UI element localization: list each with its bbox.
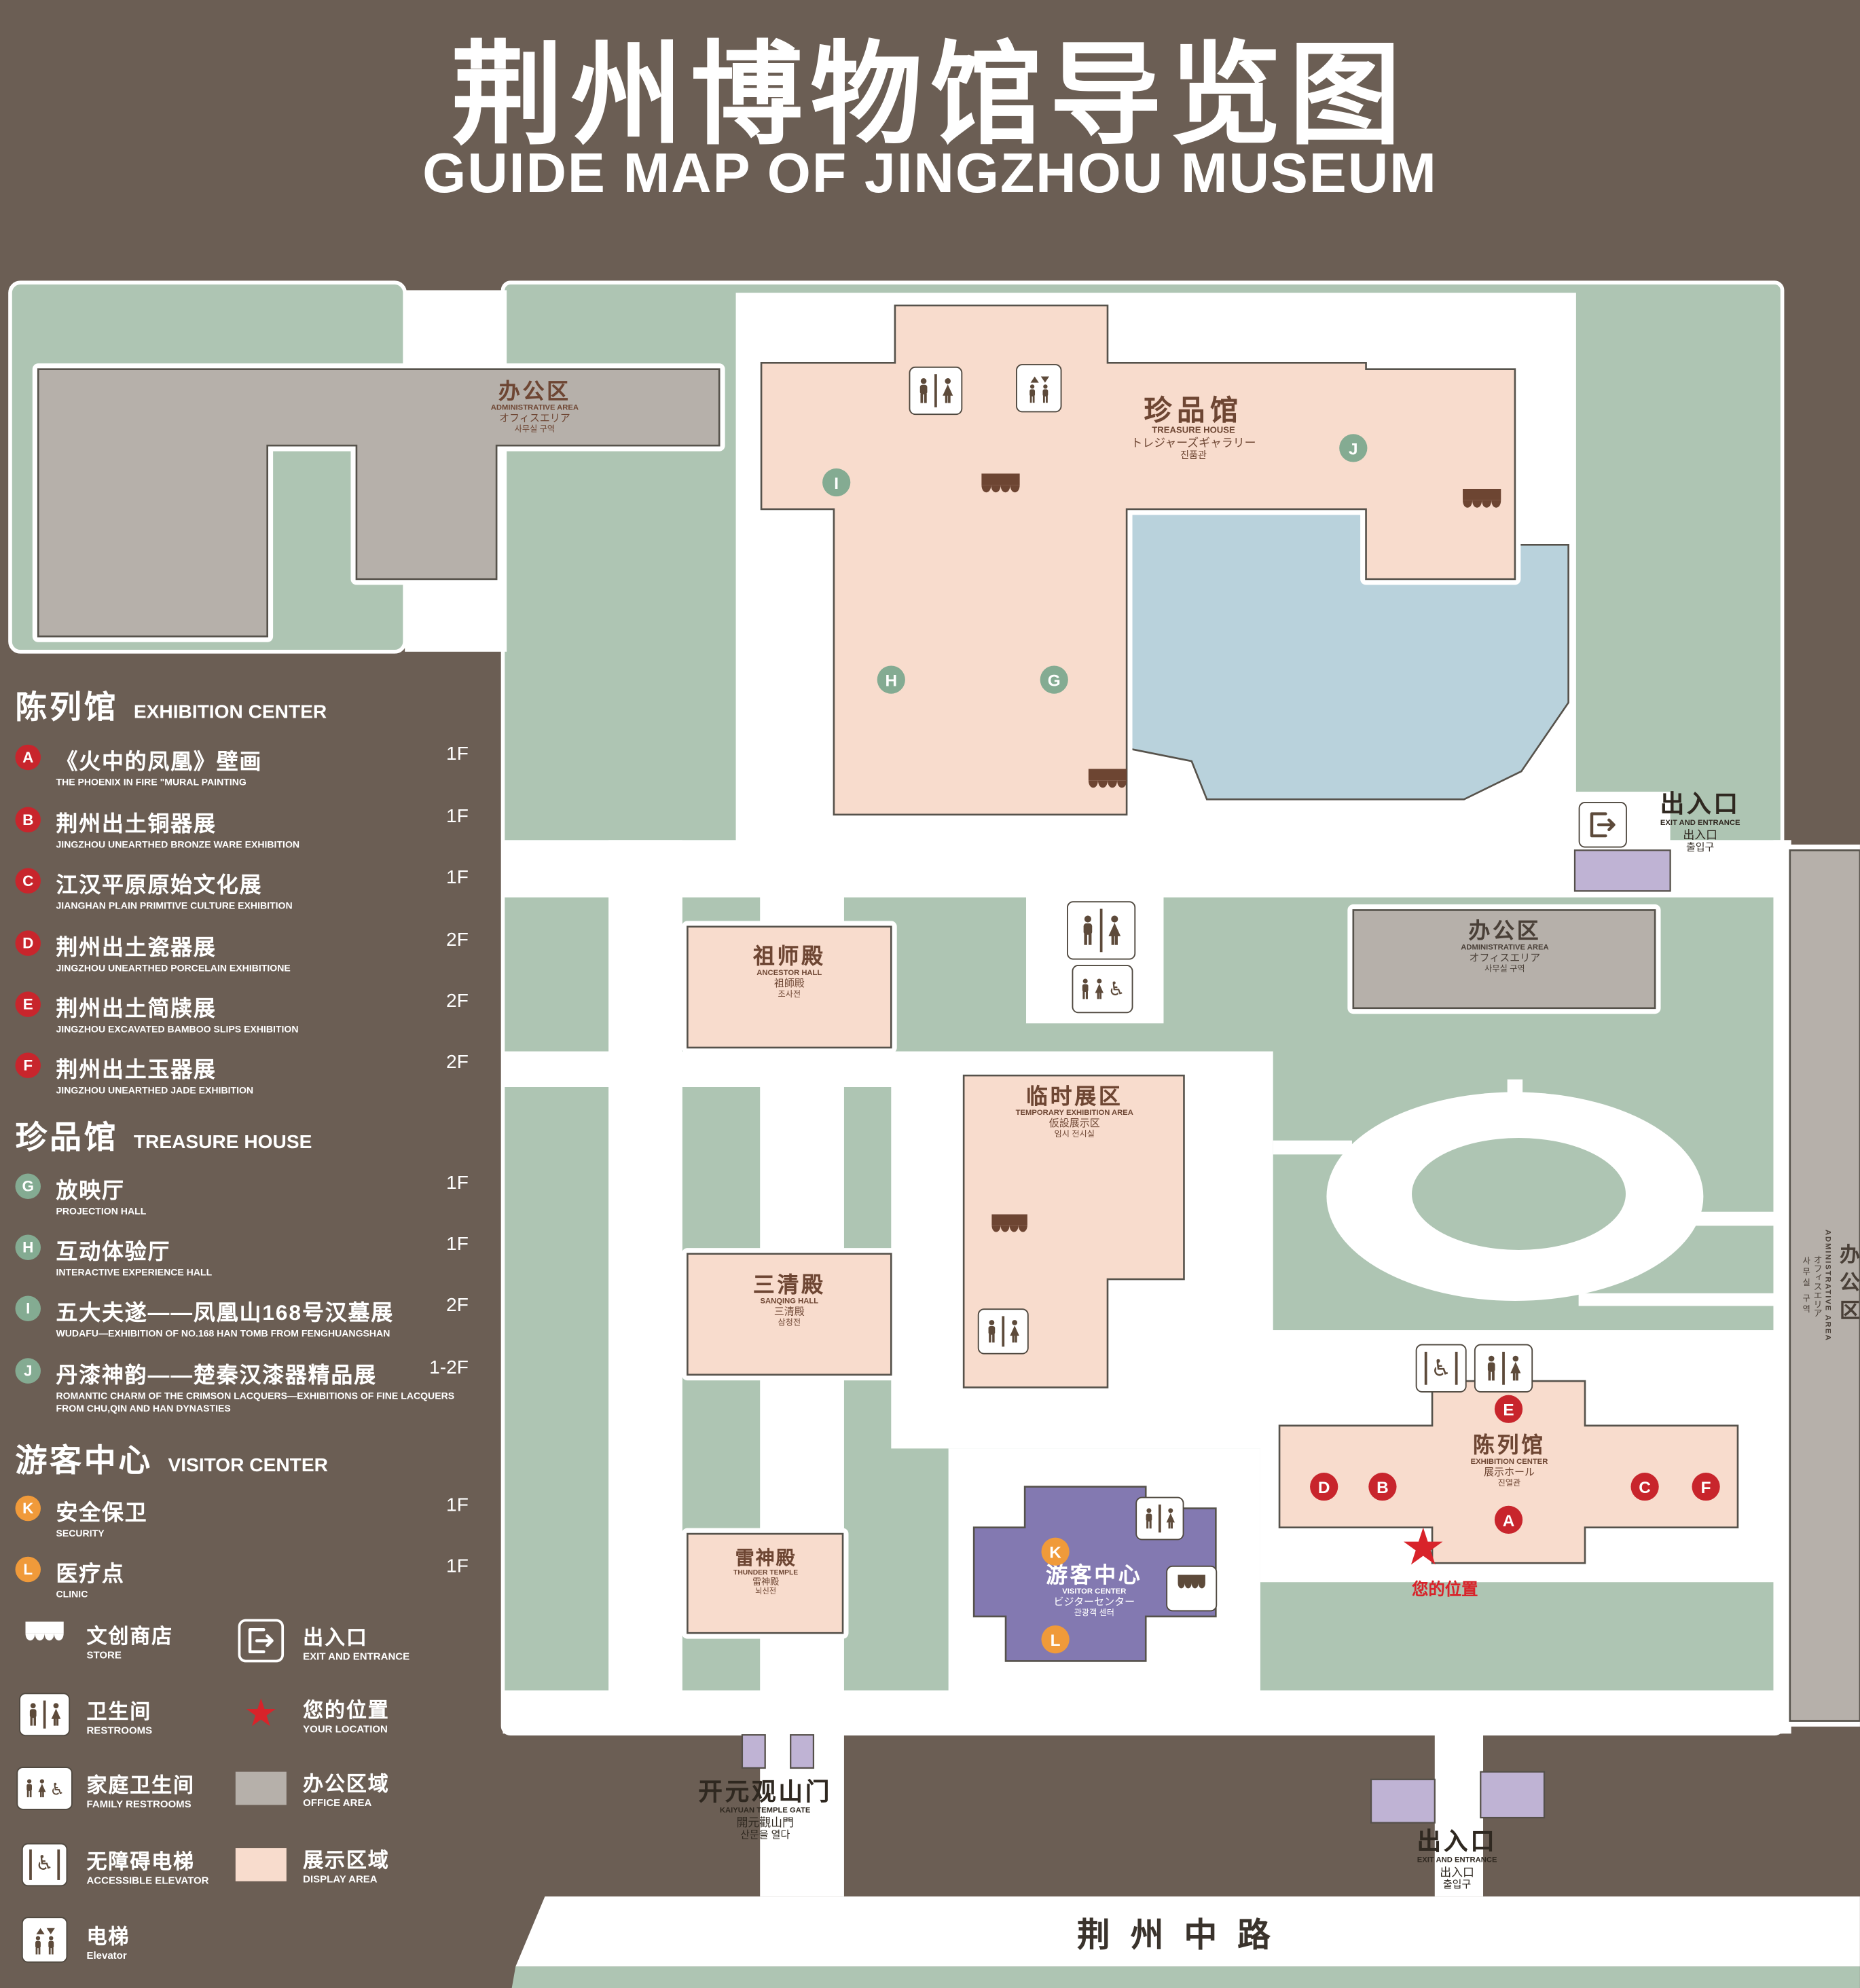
marker-badge-B: B [15, 807, 41, 833]
legend-item-H: H 互动体验厅 1F INTERACTIVE EXPERIENCE HALL [15, 1234, 476, 1279]
marker-badge-K: K [15, 1495, 41, 1522]
your-location-star-icon: ★ [1400, 1520, 1446, 1576]
map-marker-H: H [877, 665, 905, 694]
map-marker-J: J [1339, 434, 1368, 462]
visitor-center-label: 游客中心 VISITOR CENTER ビジターセンター 관광객 센터 [1046, 1563, 1143, 1618]
marker-badge-A: A [15, 744, 41, 771]
marker-badge-H: H [15, 1234, 41, 1260]
thunder-temple-label: 雷神殿 THUNDER TEMPLE 雷神殿 뇌신전 [733, 1547, 799, 1596]
store-icon [1166, 1565, 1218, 1612]
elevator-icon [1016, 364, 1062, 413]
restroom-icon [909, 366, 963, 416]
legend-item-F: F 荆州出土玉器展 2F JINGZHOU UNEARTHED JADE EXH… [15, 1052, 476, 1097]
admin-far-e-label: 办公区 ADMINISTRATIVE AREA オフィスエリア 사무실 구역 [1800, 1229, 1858, 1342]
exit-icon [232, 1619, 290, 1663]
legend-item-E: E 荆州出土简牍展 2F JINGZHOU EXCAVATED BAMBOO S… [15, 991, 476, 1036]
treasure-house-label: 珍品馆 TREASURE HOUSE トレジャーズギャラリー 진품관 [1131, 394, 1256, 461]
store-icon [1082, 769, 1133, 813]
family-restrooms-icon: ♿ [15, 1767, 73, 1810]
kaiyuan-gate-label: 开元观山门 KAIYUAN TEMPLE GATE 開元觀山門 산문을 열다 [698, 1779, 833, 1841]
office-area-swatch [232, 1771, 290, 1805]
marker-badge-E: E [15, 991, 41, 1017]
marker-badge-C: C [15, 868, 41, 894]
store-icon [985, 1214, 1034, 1256]
temporary-exhibition-label: 临时展区 TEMPORARY EXHIBITION AREA 仮設展示区 임시 … [1015, 1084, 1133, 1139]
marker-badge-F: F [15, 1052, 41, 1078]
map-marker-F: F [1692, 1473, 1720, 1501]
marker-badge-G: G [15, 1173, 41, 1199]
admin-e-label: 办公区 ADMINISTRATIVE AREA オフィスエリア 사무실 구역 [1461, 919, 1549, 974]
map-marker-E: E [1494, 1395, 1523, 1423]
legend-item-B: B 荆州出土铜器展 1F JINGZHOU UNEARTHED BRONZE W… [15, 806, 476, 851]
admin-nw-label: 办公区 ADMINISTRATIVE AREA オフィスエリア 사무실 구역 [490, 379, 579, 434]
legend-item-D: D 荆州出土瓷器展 2F JINGZHOU UNEARTHED PORCELAI… [15, 929, 476, 975]
restroom-icon [1135, 1496, 1184, 1541]
accessible-elevator-icon: ♿ [15, 1843, 73, 1887]
map-marker-B: B [1368, 1473, 1397, 1501]
your-location-text: 您的位置 [1412, 1579, 1478, 1599]
exit-ne-label: 出入口 EXIT AND ENTRANCE 出入口 출입구 [1660, 792, 1740, 853]
page-title: 荆州博物馆导览图 [451, 31, 1409, 158]
family-restroom-icon: ♿ [1072, 965, 1133, 1014]
legend-item-K: K 安全保卫 1F SECURITY [15, 1494, 476, 1540]
restroom-icon [1474, 1344, 1533, 1393]
legend-item-A: A 《火中的凤凰》壁画 1F THE PHOENIX IN FIRE "MURA… [15, 743, 476, 789]
marker-badge-D: D [15, 930, 41, 956]
store-icon [15, 1621, 73, 1659]
map-marker-D: D [1310, 1473, 1338, 1501]
page-subtitle: GUIDE MAP OF JINGZHOU MUSEUM [422, 142, 1438, 205]
garden-paths [1273, 1079, 1783, 1306]
sanqing-hall-label: 三清殿 SANQING HALL 三清殿 삼청전 [752, 1272, 826, 1327]
exit-icon [1578, 802, 1627, 848]
legend-item-G: G 放映厅 1F PROJECTION HALL [15, 1173, 476, 1218]
map-marker-C: C [1630, 1473, 1659, 1501]
ancestor-hall-label: 祖师殿 ANCESTOR HALL 祖師殿 조사전 [752, 944, 826, 999]
restrooms-icon [15, 1693, 73, 1737]
legend-item-I: I 五大夫遂——凤凰山168号汉墓展 2F WUDAFU—EXHIBITION … [15, 1295, 476, 1340]
road [511, 1896, 1860, 1988]
marker-badge-L: L [15, 1556, 41, 1583]
restroom-icon [977, 1308, 1029, 1355]
road-name: 荆州中路 [1076, 1915, 1291, 1954]
accessible-elevator-icon: ♿ [1415, 1344, 1467, 1393]
elevator-icon [15, 1917, 73, 1963]
entrance-pads [741, 849, 1671, 1824]
store-icon [975, 473, 1026, 518]
store-icon [1457, 489, 1508, 534]
map-marker-L: L [1041, 1625, 1070, 1654]
map-marker-G: G [1040, 665, 1068, 694]
display-area-swatch [232, 1847, 290, 1881]
map-marker-K: K [1041, 1537, 1070, 1566]
legend-item-J: J 丹漆神韵——楚秦汉漆器精品展 1-2F ROMANTIC CHARM OF … [15, 1357, 476, 1414]
legend-item-C: C 江汉平原原始文化展 1F JIANGHAN PLAIN PRIMITIVE … [15, 867, 476, 913]
your-location-icon: ★ [244, 1692, 278, 1735]
exhibition-center-label: 陈列馆 EXHIBITION CENTER 展示ホール 진열관 [1470, 1433, 1548, 1488]
map-marker-I: I [822, 468, 851, 497]
exit-s-label: 出入口 EXIT AND ENTRANCE 出入口 출입구 [1417, 1828, 1497, 1891]
map-marker-A: A [1494, 1505, 1523, 1534]
legend-item-L: L 医疗点 1F CLINIC [15, 1556, 476, 1601]
marker-badge-J: J [15, 1358, 41, 1384]
restroom-icon [1066, 901, 1136, 960]
marker-badge-I: I [15, 1295, 41, 1321]
